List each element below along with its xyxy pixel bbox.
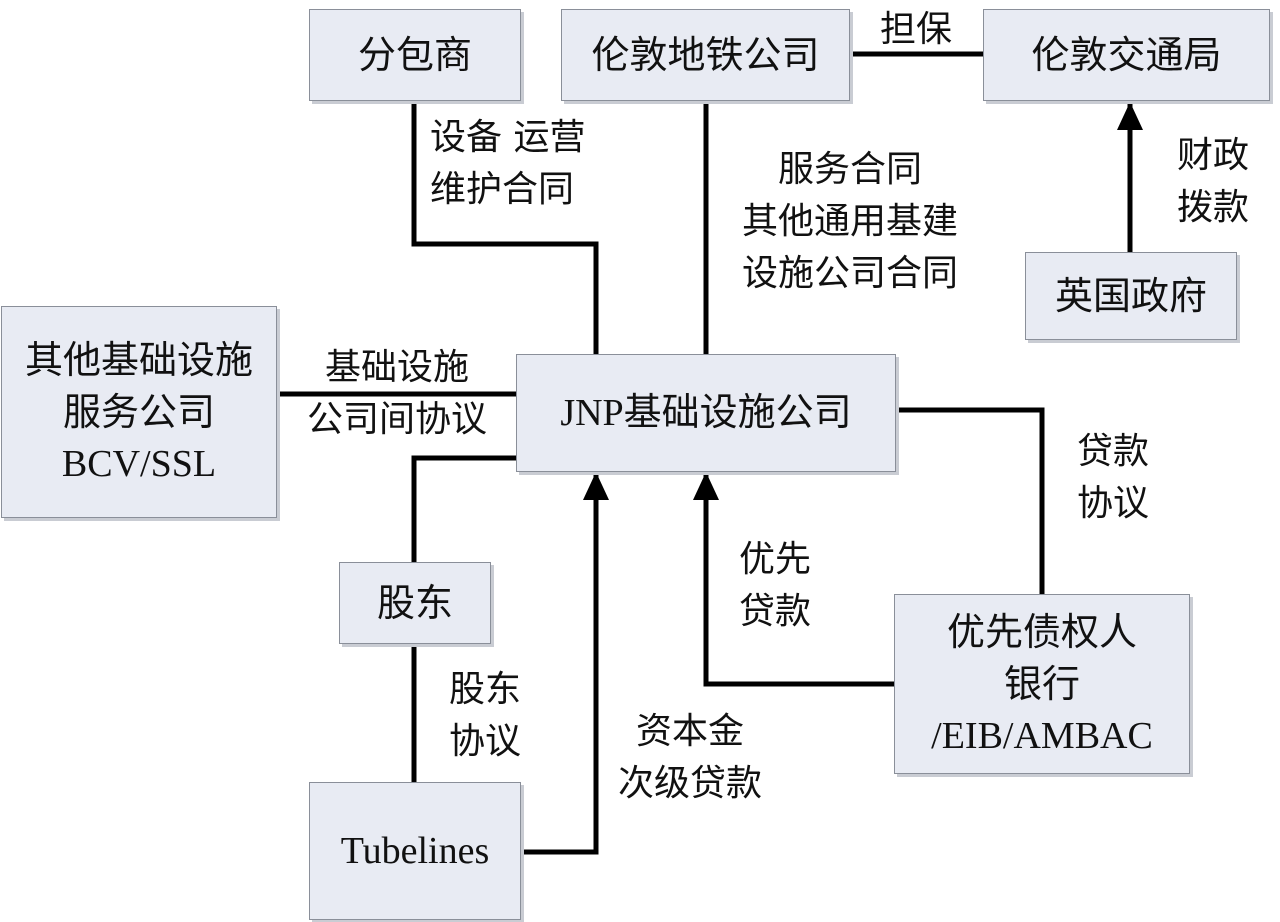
node-other-infra-line2: 服务公司 [62,390,215,434]
label-senior-loan: 优先 贷款 [720,534,830,638]
connector-shareholders-jnp [411,455,516,562]
label-loan-agreement: 贷款 协议 [1058,426,1168,530]
label-senior-loan-line1: 优先 [738,539,811,580]
node-tubelines-label: Tubelines [340,830,490,872]
label-shareholder-agreement-line2: 协议 [448,721,521,762]
label-inter-company-agreement-line1: 基础设施 [324,347,469,388]
node-subcontractor: 分包商 [309,9,521,101]
node-london-underground: 伦敦地铁公司 [561,9,850,101]
label-shareholder-agreement-line1: 股东 [448,669,521,710]
label-equipment-contract-line1: 设备 运营 [430,117,586,158]
label-service-contract-line1: 服务合同 [777,149,922,190]
node-shareholders-label: 股东 [376,581,453,625]
label-capital-subordinated-line2: 次级贷款 [617,763,762,804]
node-jnp: JNP基础设施公司 [516,354,896,472]
label-guarantee-text: 担保 [879,9,952,50]
label-service-contract-line3: 设施公司合同 [741,253,958,294]
label-inter-company-agreement-line2: 公司间协议 [306,399,487,440]
node-uk-government-label: 英国政府 [1054,274,1207,318]
node-senior-creditors: 优先债权人 银行 /EIB/AMBAC [894,594,1190,774]
node-jnp-label: JNP基础设施公司 [560,392,852,434]
node-other-infra: 其他基础设施 服务公司 BCV/SSL [1,306,277,518]
label-guarantee: 担保 [866,4,966,56]
arrow-capital-subordinated [522,472,609,855]
node-senior-creditors-line3: /EIB/AMBAC [931,715,1153,757]
label-fiscal-allocation-line2: 拨款 [1176,187,1249,228]
label-loan-agreement-line1: 贷款 [1076,431,1149,472]
label-capital-subordinated: 资本金 次级贷款 [600,706,780,810]
label-service-contract: 服务合同 其他通用基建 设施公司合同 [718,144,982,300]
node-senior-creditors-line2: 银行 [1003,662,1080,706]
label-loan-agreement-line2: 协议 [1076,483,1149,524]
label-equipment-contract-line2: 维护合同 [430,169,575,210]
connector-subcontractor-jnp [411,100,599,354]
label-service-contract-line2: 其他通用基建 [741,201,958,242]
label-senior-loan-line2: 贷款 [738,591,811,632]
node-senior-creditors-line1: 优先债权人 [946,610,1137,654]
node-subcontractor-label: 分包商 [357,33,472,77]
label-fiscal-allocation-line1: 财政 [1176,135,1249,176]
node-shareholders: 股东 [339,562,491,644]
node-uk-government: 英国政府 [1025,252,1237,340]
label-inter-company-agreement: 基础设施 公司间协议 [282,342,512,446]
node-tubelines: Tubelines [309,782,521,920]
node-transport-for-london-label: 伦敦交通局 [1031,33,1222,77]
arrow-senior-loan [693,472,894,687]
node-other-infra-line3: BCV/SSL [61,443,217,485]
node-london-underground-label: 伦敦地铁公司 [591,33,820,77]
label-shareholder-agreement: 股东 协议 [430,664,540,768]
node-other-infra-line1: 其他基础设施 [24,338,253,382]
connector-loan-agreement [896,407,1045,594]
label-capital-subordinated-line1: 资本金 [635,711,744,752]
node-transport-for-london: 伦敦交通局 [983,9,1270,101]
label-equipment-contract: 设备 运营 维护合同 [430,112,630,216]
label-fiscal-allocation: 财政 拨款 [1158,130,1268,234]
